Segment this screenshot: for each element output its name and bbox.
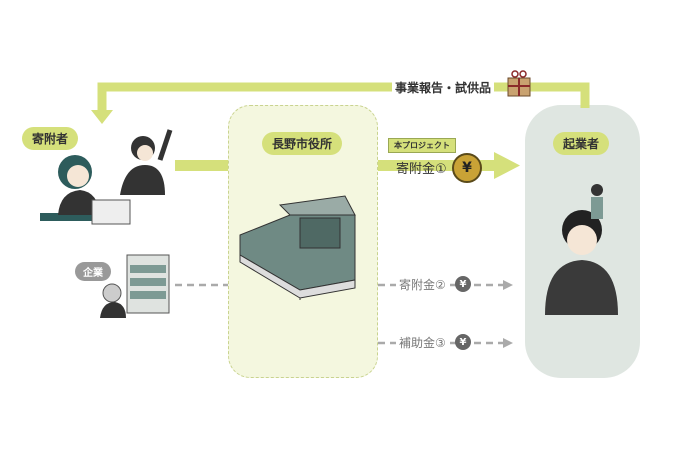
gift-icon [507,70,531,97]
donor-illustration [40,129,173,225]
donation2-arrowhead [503,280,513,290]
donation-arrowhead [494,152,520,179]
report-label: 事業報告・試供品 [392,79,495,96]
report-arrowhead [91,110,113,124]
entrepreneur-illustration [545,184,618,315]
company-illustration [100,254,170,318]
city-hall-label: 長野市役所 [262,132,343,155]
donation1-label: 寄附金① [396,162,447,177]
yen-coin-icon: ¥ [452,153,482,183]
donation2-label: 寄附金② [396,276,449,293]
donor-to-city-arrow [175,160,228,171]
yen-coin-icon-3: ¥ [455,334,471,350]
project-bubble: 本プロジェクト [388,138,456,153]
city-hall-building [239,195,356,300]
entrepreneur-label: 起業者 [553,132,610,155]
report-loop-line [97,82,590,112]
subsidy3-label: 補助金③ [396,334,449,351]
donor-label: 寄附者 [22,127,79,150]
company-label: 企業 [75,262,111,281]
subsidy-arrowhead [503,338,513,348]
city-to-ent-arrow [378,160,496,171]
yen-coin-icon-2: ¥ [455,276,471,292]
